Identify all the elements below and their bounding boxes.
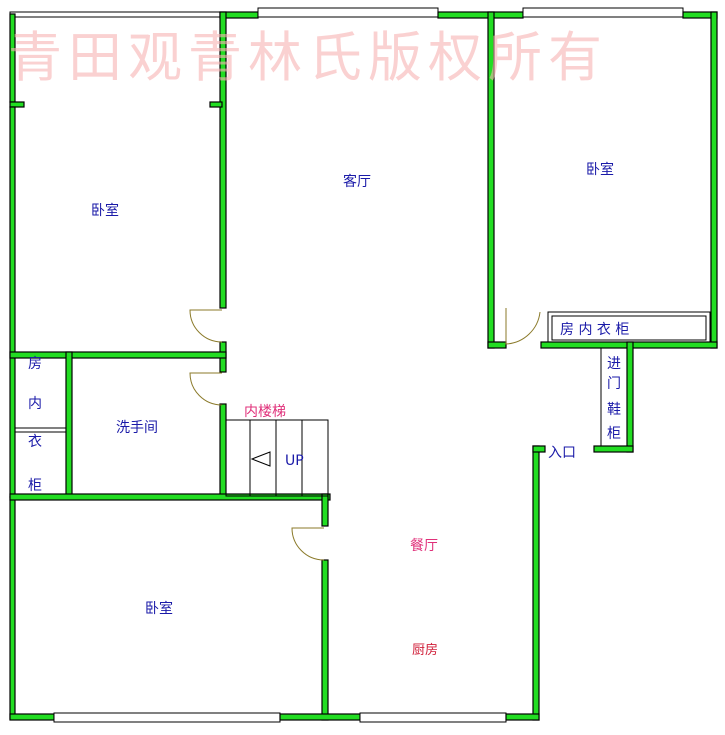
label-dining-room: 餐厅 [410, 538, 438, 554]
door-bathroom [189, 372, 223, 406]
wall-mid-right-foot [487, 341, 507, 349]
window-bottom-right [359, 712, 507, 723]
wall-left-stub [9, 101, 25, 108]
wall-entrance-stub [532, 445, 546, 453]
window-bottom-left [53, 712, 281, 723]
wall-bottom-2 [279, 713, 361, 721]
label-wardrobe-left-1: 房 [28, 356, 42, 372]
label-shoe-cabinet-4: 柜 [607, 426, 621, 442]
wall-mid-left-upper [219, 11, 227, 309]
window-top-living [257, 7, 439, 18]
wardrobe-left-box [14, 357, 67, 495]
wall-bath-top [9, 351, 227, 359]
label-wardrobe-left-4: 柜 [28, 478, 42, 494]
wall-left-lower [9, 106, 16, 498]
wall-bottom-mid-upper [321, 493, 329, 527]
door-bedroom-left [189, 309, 223, 343]
label-bedroom-bottom: 卧室 [145, 600, 173, 617]
wardrobe-right-box [547, 311, 711, 343]
label-shoe-cabinet-2: 门 [607, 376, 621, 392]
wall-bath-right [219, 403, 227, 499]
label-kitchen: 厨房 [412, 642, 438, 658]
wall-top-2 [437, 11, 524, 19]
label-stairs: 内楼梯 [244, 404, 286, 420]
door-bedroom-right [505, 308, 541, 345]
stairs-box [225, 419, 329, 497]
label-wardrobe-left-3: 衣 [28, 434, 42, 450]
window-top-right [522, 7, 684, 18]
wall-bottom-1 [9, 713, 55, 721]
label-wardrobe-right: 房 内 衣 柜 [560, 322, 629, 338]
wall-shoe-right [626, 341, 634, 453]
wall-entrance-left [532, 445, 540, 721]
label-bedroom-top-left: 卧室 [91, 202, 119, 219]
wall-right [710, 11, 718, 349]
label-stairs-up: UP [285, 453, 304, 469]
wall-mid-left-stub [209, 101, 223, 108]
label-wardrobe-left-2: 内 [28, 396, 42, 412]
wall-left-bottom [9, 496, 16, 720]
door-bedroom-bottom [291, 527, 325, 561]
wall-bath-left [65, 351, 73, 499]
top-left-outline [9, 11, 223, 18]
wardrobe-right-inner [551, 315, 707, 341]
label-living-room: 客厅 [343, 173, 371, 190]
wall-bottom-3 [505, 713, 540, 721]
copyright-watermark: 青田观青林氏版权所有 [8, 26, 608, 89]
label-shoe-cabinet-3: 鞋 [607, 402, 621, 418]
label-entrance: 入口 [548, 445, 576, 461]
stair-arrow-icon [250, 451, 271, 467]
shoe-cabinet-box [600, 347, 628, 447]
label-bedroom-top-right: 卧室 [586, 161, 614, 178]
wall-bottom-mid-lower [321, 559, 329, 721]
label-bathroom: 洗手间 [116, 420, 158, 436]
label-shoe-cabinet-1: 进 [607, 356, 621, 372]
wall-shoe-bottom [593, 445, 634, 453]
wall-mid-horizontal [9, 493, 331, 501]
